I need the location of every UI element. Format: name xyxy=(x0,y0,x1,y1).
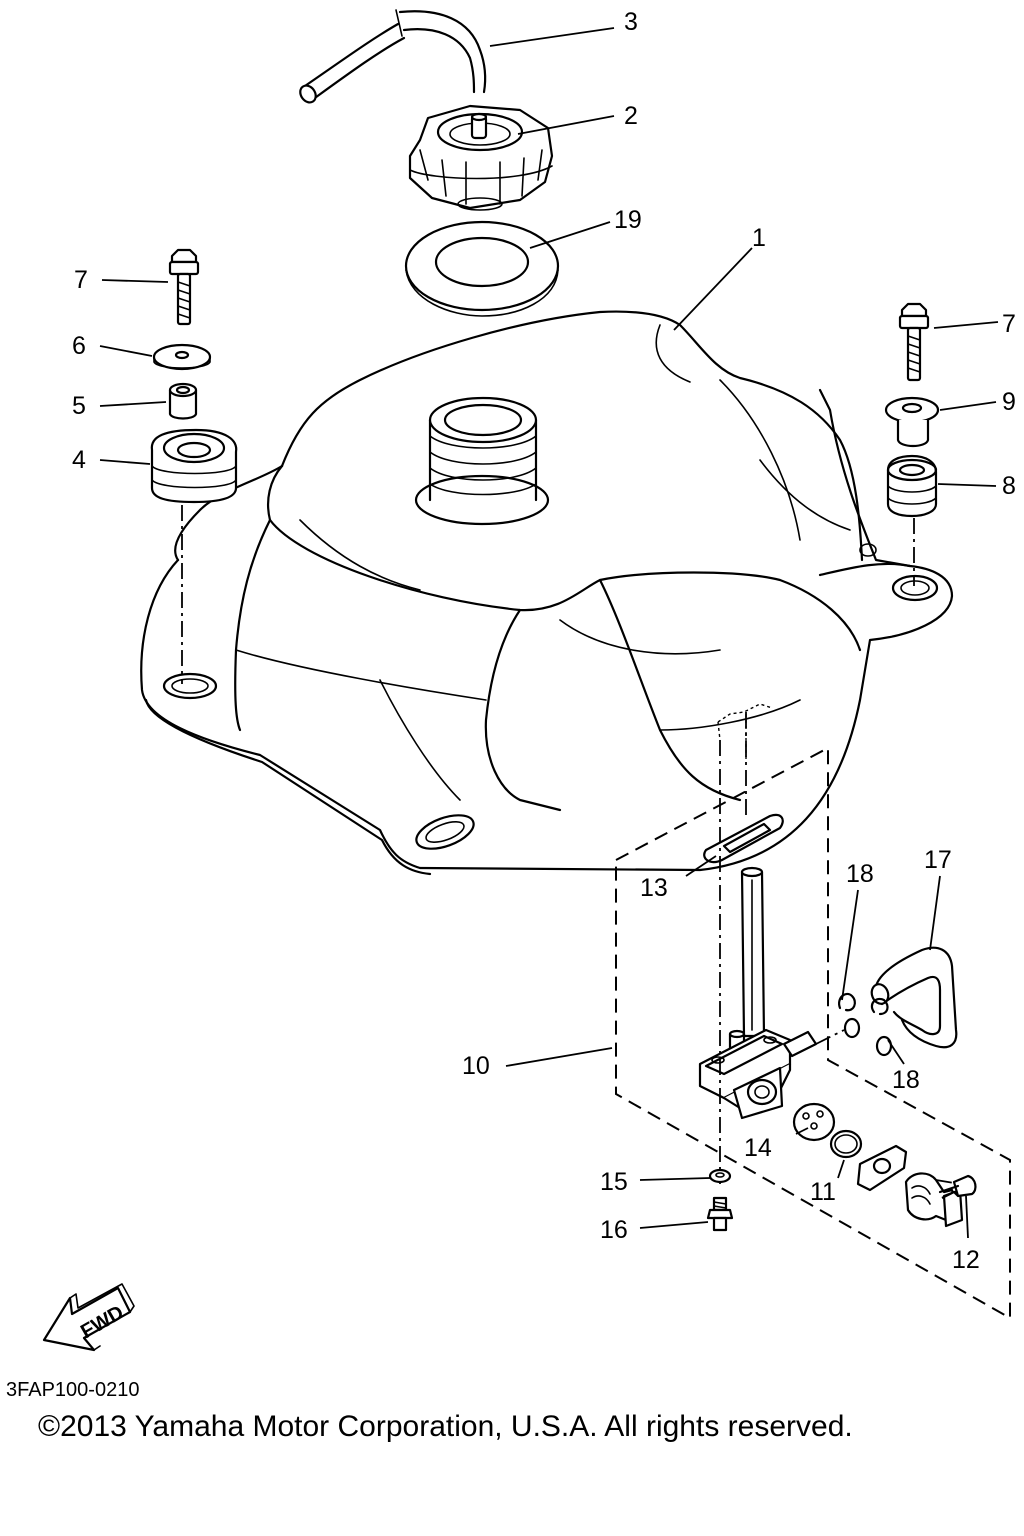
cap-gasket xyxy=(404,220,560,317)
callout-13: 13 xyxy=(640,874,668,902)
callout-10: 10 xyxy=(462,1052,490,1080)
callout-1: 1 xyxy=(752,224,766,252)
callout-18-top: 18 xyxy=(846,860,874,888)
callout-17: 17 xyxy=(924,846,952,874)
fuel-cock-assembly xyxy=(615,712,1011,1320)
callout-5: 5 xyxy=(72,392,86,420)
callout-9: 9 xyxy=(1002,388,1016,416)
callout-16: 16 xyxy=(600,1216,628,1244)
callout-7-right: 7 xyxy=(1002,310,1016,338)
callout-3: 3 xyxy=(624,8,638,36)
left-mount-parts xyxy=(150,248,238,684)
fuel-cap xyxy=(408,104,554,211)
callout-14: 14 xyxy=(744,1134,772,1162)
callout-19: 19 xyxy=(614,206,642,234)
fuel-hose-and-clips xyxy=(838,946,958,1057)
leader-lines xyxy=(99,27,999,1239)
diagram-id: 3FAP100-0210 xyxy=(6,1379,139,1401)
copyright-notice: ©2013 Yamaha Motor Corporation, U.S.A. A… xyxy=(38,1410,853,1443)
callout-11: 11 xyxy=(810,1178,836,1206)
breather-hose xyxy=(299,9,487,104)
callout-4: 4 xyxy=(72,446,86,474)
fuel-tank xyxy=(140,310,954,876)
callout-15: 15 xyxy=(600,1168,628,1196)
callout-12: 12 xyxy=(952,1246,980,1274)
right-mount-parts xyxy=(884,302,940,586)
forward-direction-arrow: FWD xyxy=(42,1283,135,1352)
callout-2: 2 xyxy=(624,102,638,130)
callout-7-left: 7 xyxy=(74,266,88,294)
callout-numbers: 3 2 19 1 7 6 5 4 7 9 8 10 13 18 17 18 14… xyxy=(72,8,1016,1274)
callout-8: 8 xyxy=(1002,472,1016,500)
callout-18-bottom: 18 xyxy=(892,1066,920,1094)
callout-6: 6 xyxy=(72,332,86,360)
